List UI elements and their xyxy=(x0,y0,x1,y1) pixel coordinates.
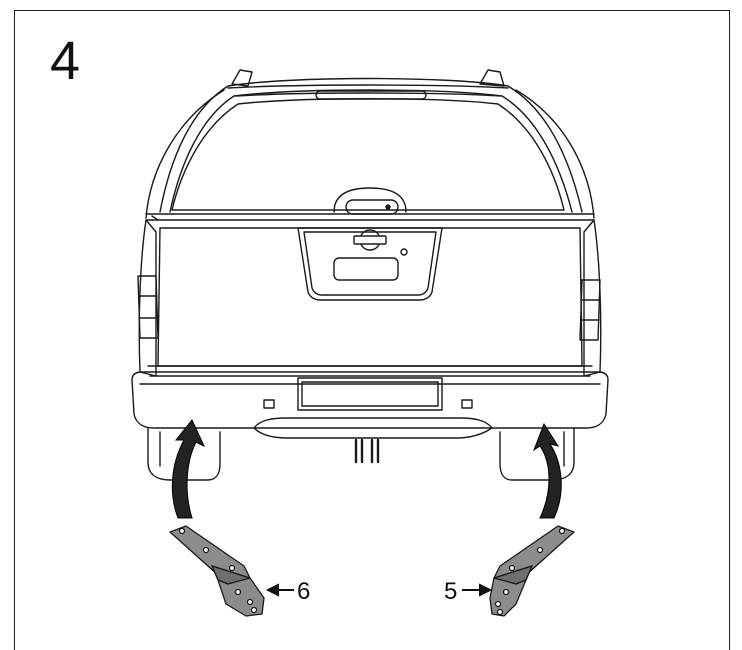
roof-rail-right xyxy=(479,69,505,87)
license-plate xyxy=(297,377,443,411)
bumper-step xyxy=(253,417,493,439)
canopy-outline xyxy=(159,77,583,213)
roof-rail-left xyxy=(231,69,253,87)
callout-label-5: 5 xyxy=(444,578,458,605)
tailgate-handle xyxy=(333,257,399,281)
callout-arrow-5 xyxy=(462,583,493,597)
callout-arrow-6 xyxy=(265,583,294,597)
tail-light-right xyxy=(579,279,601,341)
canopy-roof-line-2 xyxy=(235,92,501,97)
canopy-inner-edge xyxy=(169,89,573,213)
rear-bumper xyxy=(131,371,609,429)
tow-hitch xyxy=(354,438,380,464)
step-number: 4 xyxy=(50,31,81,91)
callout-label-6: 6 xyxy=(297,578,311,605)
bracket-left xyxy=(169,525,265,617)
third-brake-light xyxy=(315,90,427,100)
tailgate xyxy=(157,227,583,367)
nissan-badge xyxy=(353,229,387,251)
rear-window xyxy=(171,98,565,211)
body-left xyxy=(138,219,157,377)
diagram-frame xyxy=(14,10,730,650)
tail-light-left xyxy=(137,275,159,339)
canopy-roof-line xyxy=(227,84,509,89)
reflector-right xyxy=(461,399,473,409)
bracket-right xyxy=(489,525,575,617)
tyre-left xyxy=(147,427,221,481)
body-right xyxy=(583,219,602,377)
reflector-left xyxy=(263,399,275,409)
install-arrow-left xyxy=(171,419,206,519)
tailgate-recess xyxy=(297,227,443,301)
tyre-right xyxy=(499,427,575,481)
install-arrow-right xyxy=(532,422,562,519)
